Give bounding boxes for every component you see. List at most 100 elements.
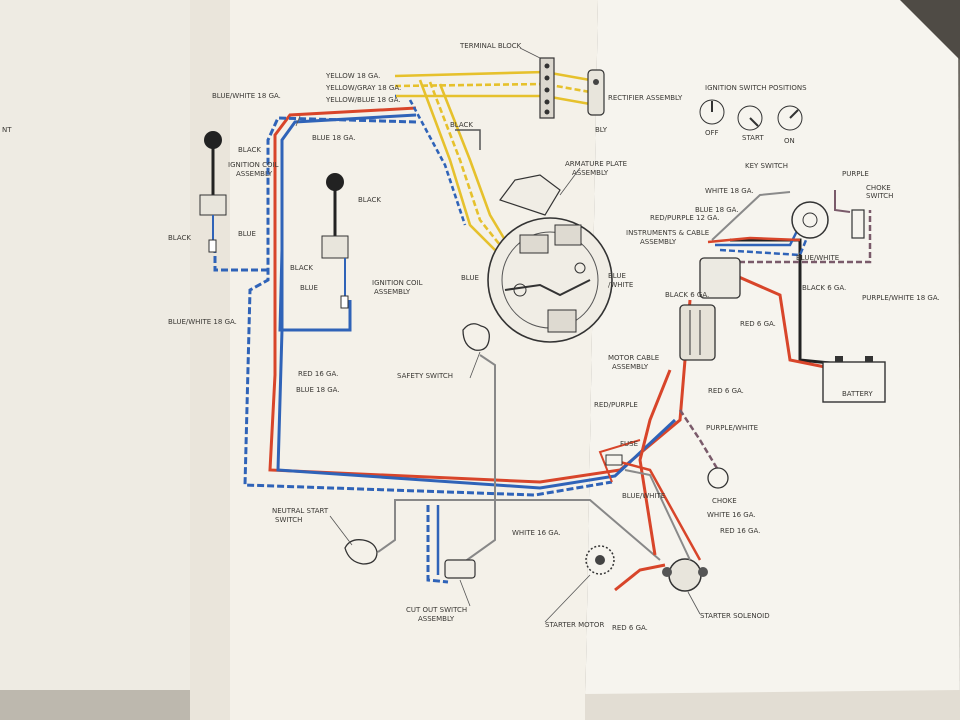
center-page-fold-shade bbox=[190, 0, 230, 720]
diagram-labels: TERMINAL BLOCK YELLOW 18 GA. YELLOW/GRAY… bbox=[168, 42, 940, 632]
key-switch-body bbox=[791, 201, 829, 239]
blue-18-wire bbox=[276, 113, 677, 490]
key-switch bbox=[791, 201, 829, 239]
terminal-screw-5 bbox=[544, 109, 550, 115]
white-16-safety-wire bbox=[459, 354, 496, 566]
label-armature-plate-1: ARMATURE PLATE bbox=[565, 160, 627, 168]
ignition-coil-assembly-2 bbox=[321, 173, 349, 309]
leader-safety-switch bbox=[469, 351, 481, 379]
label-blue-white-right: BLUE/WHITE bbox=[796, 254, 839, 262]
neutral-switch-wire bbox=[377, 499, 661, 561]
label-motor-cable-2: ASSEMBLY bbox=[612, 363, 649, 371]
label-safety-switch: SAFETY SWITCH bbox=[397, 372, 453, 380]
label-neutral-start-1: NEUTRAL START bbox=[272, 507, 329, 515]
label-blue-white-18-left: BLUE/WHITE 18 GA. bbox=[168, 318, 237, 326]
label-black-coil2-bottom: BLACK bbox=[290, 264, 313, 272]
label-cut-out-switch-2: ASSEMBLY bbox=[418, 615, 455, 623]
purple-wire bbox=[834, 190, 851, 213]
leader-armature bbox=[559, 167, 581, 196]
armature-pivot bbox=[513, 283, 527, 297]
terminal-screw-1 bbox=[544, 63, 550, 69]
label-red-6-bottom: RED 6 GA. bbox=[612, 624, 648, 632]
fuse-holder bbox=[605, 454, 623, 466]
cutout-switch-body bbox=[444, 559, 476, 579]
label-blue-white-armature-2: /WHITE bbox=[608, 281, 633, 289]
yellow-bundle-a bbox=[418, 79, 496, 251]
key-switch-cylinder bbox=[802, 212, 818, 228]
armature-plate-assembly bbox=[487, 174, 613, 343]
armature-pin bbox=[574, 262, 586, 274]
label-blue-coil1: BLUE bbox=[238, 230, 256, 238]
switch-pos-start-dial bbox=[737, 105, 763, 131]
label-blue-18-mid: BLUE 18 GA. bbox=[296, 386, 340, 394]
starter-motor-gear bbox=[585, 545, 615, 575]
label-purple-white-6: PURPLE/WHITE 18 GA. bbox=[862, 294, 940, 302]
armature-coil-a bbox=[519, 234, 549, 254]
safety-switch bbox=[459, 323, 496, 566]
leader-cutout bbox=[459, 579, 471, 607]
white-18-wire bbox=[711, 191, 791, 241]
blue-white-18-wire bbox=[243, 116, 613, 497]
instrument-connector-body bbox=[699, 257, 741, 299]
label-black-coil1-bottom: BLACK bbox=[168, 234, 191, 242]
label-white-18: WHITE 18 GA. bbox=[705, 187, 754, 195]
label-choke-switch-1: CHOKE bbox=[866, 184, 891, 192]
ignition-switch-position-diagrams bbox=[699, 99, 803, 131]
rectifier-body bbox=[587, 69, 605, 116]
left-page-fragment-text: NT bbox=[2, 126, 12, 134]
label-choke-switch-2: SWITCH bbox=[866, 192, 893, 200]
terminal-screw-2 bbox=[544, 75, 550, 81]
label-purple: PURPLE bbox=[842, 170, 869, 178]
armature-bracket bbox=[499, 174, 561, 216]
label-armature-plate-2: ASSEMBLY bbox=[572, 169, 609, 177]
black-ground-wire bbox=[455, 129, 481, 150]
label-ignition-coil1-l1: IGNITION COIL bbox=[228, 161, 279, 169]
armature-coil-c bbox=[547, 309, 577, 333]
red-16-wire bbox=[268, 106, 692, 484]
terminal-screw-3 bbox=[544, 87, 550, 93]
leader-terminal-block bbox=[519, 47, 541, 59]
label-instruments-cable-2: ASSEMBLY bbox=[640, 238, 677, 246]
label-battery: BATTERY bbox=[842, 390, 873, 398]
label-key-switch: KEY SWITCH bbox=[745, 162, 788, 170]
yellow-gray-18-wire bbox=[394, 82, 591, 94]
label-red-6-right: RED 6 GA. bbox=[740, 320, 776, 328]
label-pos-start: START bbox=[742, 134, 764, 142]
yellow-bundle-b bbox=[428, 81, 502, 246]
blue-to-coil2 bbox=[278, 249, 352, 332]
armature-plate-outer bbox=[487, 217, 613, 343]
label-black-top: BLACK bbox=[450, 121, 473, 129]
armature-coil-b bbox=[554, 224, 582, 246]
label-terminal-block: TERMINAL BLOCK bbox=[459, 42, 522, 50]
neutral-start-switch bbox=[344, 499, 661, 565]
coil1-plug-cap bbox=[204, 131, 222, 149]
label-instruments-cable-1: INSTRUMENTS & CABLE bbox=[626, 229, 709, 237]
top-right-corner-shadow bbox=[900, 0, 960, 60]
label-blue-18-right: BLUE 18 GA. bbox=[695, 206, 739, 214]
label-red-6-mid: RED 6 GA. bbox=[708, 387, 744, 395]
leader-neutral-switch bbox=[329, 515, 353, 546]
label-red-purple-12: RED/PURPLE 12 GA. bbox=[650, 214, 719, 222]
rectifier-assembly bbox=[587, 69, 605, 116]
label-starter-motor: STARTER MOTOR bbox=[545, 621, 604, 629]
choke-switch-body bbox=[851, 209, 865, 239]
white-16-right-wire bbox=[624, 469, 691, 561]
rectifier-stud bbox=[593, 79, 599, 85]
starter-motor-hub bbox=[595, 555, 605, 565]
label-starter-solenoid: STARTER SOLENOID bbox=[700, 612, 770, 620]
left-page-bottom-shadow bbox=[0, 690, 190, 720]
right-page-bottom-edge bbox=[585, 690, 960, 720]
solenoid-body bbox=[668, 558, 702, 592]
switch-pos-on-key bbox=[789, 109, 799, 119]
label-blue-armature: BLUE bbox=[461, 274, 479, 282]
right-page bbox=[585, 0, 960, 720]
switch-pos-on-dial bbox=[777, 105, 803, 131]
switch-pos-off-dial bbox=[699, 99, 725, 125]
starter-solenoid bbox=[662, 558, 708, 592]
label-red-purple: RED/PURPLE bbox=[594, 401, 638, 409]
solenoid-terminal-b bbox=[698, 567, 708, 577]
label-white-16-right: WHITE 16 GA. bbox=[707, 511, 756, 519]
cutout-blue-white-wire bbox=[426, 505, 449, 584]
red-6-starter-wire bbox=[614, 563, 666, 592]
